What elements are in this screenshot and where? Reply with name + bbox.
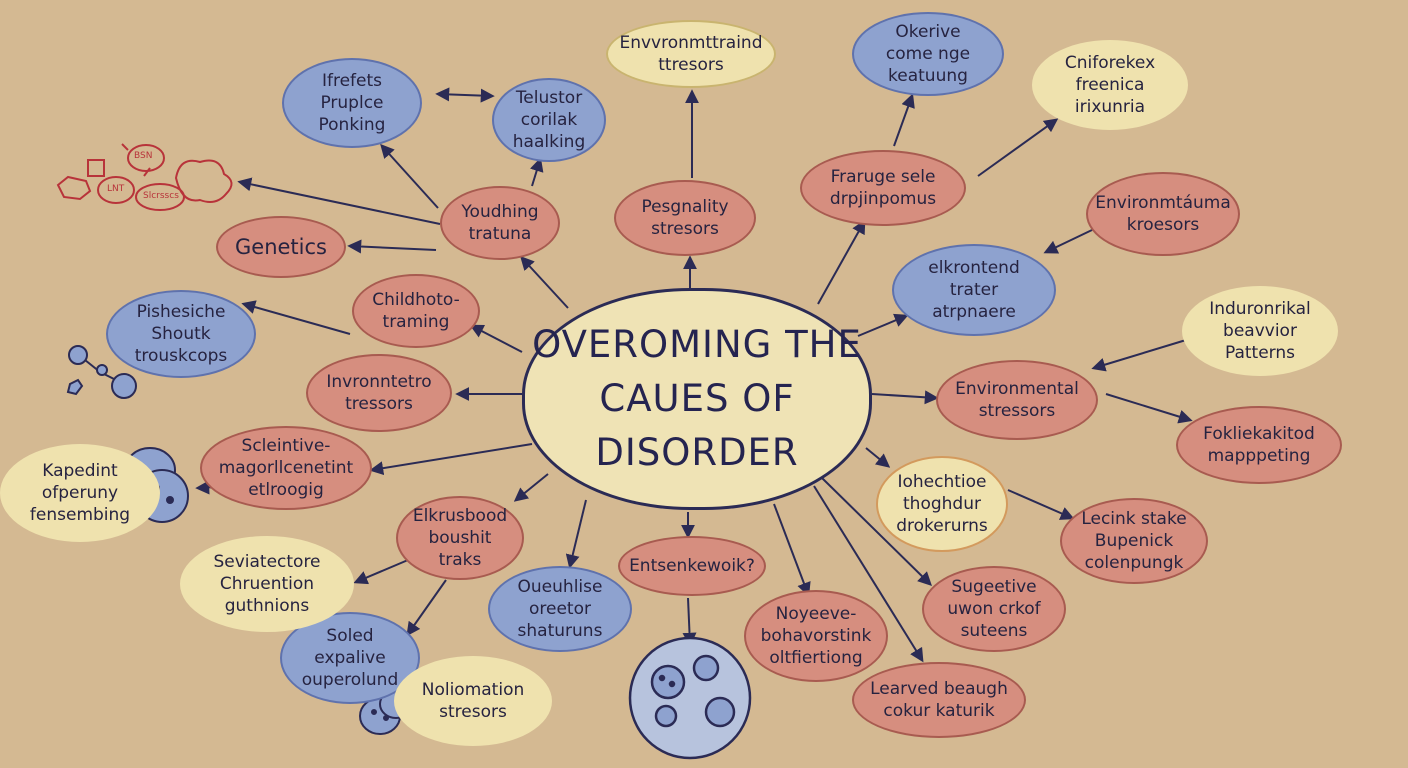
node-elkrusbood: Elkrusbood boushit traks xyxy=(396,496,524,580)
central-topic: OVEROMING THE CAUES OF DISORDER xyxy=(522,288,872,510)
arrow-to-tohechtioe xyxy=(866,448,888,466)
arrow-fraruge-to-cniforekex xyxy=(978,120,1056,176)
node-pishesiche-shoutk: Pishesiche Shoutk trouskcops xyxy=(106,290,256,378)
arrow-to-oueuhlise xyxy=(570,500,586,566)
node-noyeeve: Noyeeve- bohavorstink oltfiertiong xyxy=(744,590,888,682)
node-environmental-stressors: Environmental stressors xyxy=(936,360,1098,440)
node-scientive: Scleintive- magorllcenetint etlroogig xyxy=(200,426,372,510)
node-genetics: Genetics xyxy=(216,216,346,278)
arrow-environmental-to-fokliekakitod xyxy=(1106,394,1190,420)
central-title-line3: DISORDER xyxy=(595,426,798,480)
arrow-tohechtioe-to-lecink xyxy=(1008,490,1072,518)
node-personality-stressors: Pesgnality stresors xyxy=(614,180,756,256)
node-elkrontend-trater: elkrontend trater atrpnaere xyxy=(892,244,1056,336)
arrow-to-genetics xyxy=(350,246,436,250)
node-noliomation: Noliomation stresors xyxy=(394,656,552,746)
node-environmtraing: Envvronmttraind ttresors xyxy=(606,20,776,88)
arrow-induronrikal-to-environmental xyxy=(1094,340,1186,368)
arrow-to-childhood xyxy=(472,326,522,352)
arrow-elkrusbood-to-seviatectore xyxy=(356,560,408,582)
arrow-youthing-to-ifrefets xyxy=(382,146,438,208)
arrow-to-scientive xyxy=(372,444,532,470)
node-oueuhlise: Oueuhlise oreetor shaturuns xyxy=(488,566,632,652)
central-title-line2: CAUES OF xyxy=(599,372,794,426)
doodle-label-slcrsscs: Slcrsscs xyxy=(143,191,179,201)
arrow-to-elkrusbood xyxy=(516,474,548,500)
node-tohechtioe: Iohechtioe thoghdur drokerurns xyxy=(876,456,1008,552)
node-childhood-training: Childhoto- traming xyxy=(352,274,480,348)
node-okerive-come: Okerive come nge keatuung xyxy=(852,12,1004,96)
doodle-label-bsn: BSN xyxy=(134,151,152,161)
arrow-environtoma-to-elkrontend xyxy=(1046,230,1092,252)
node-cniforekex: Cniforekex freenica irixunria xyxy=(1032,40,1188,130)
node-kapedint: Kapedint ofperuny fensembing xyxy=(0,444,160,542)
central-title-line1: OVEROMING THE xyxy=(532,318,862,372)
node-youthing-trauma: Youdhing tratuna xyxy=(440,186,560,260)
node-fraruge-sele: Fraruge sele drpjinpomus xyxy=(800,150,966,226)
node-leareved-beaugh: Learved beaugh cokur katurik xyxy=(852,662,1026,738)
arrow-fraruge-to-okerive xyxy=(894,96,912,146)
node-lecink-stake: Lecink stake Bupenick colenpungk xyxy=(1060,498,1208,584)
node-invronmental-tressors: Invronntetro tressors xyxy=(306,354,452,432)
node-seviatectore: Seviatectore Chruention guthnions xyxy=(180,536,354,632)
arrow-to-environmental-right xyxy=(872,394,936,398)
node-environtoma-kroesors: Environmtáuma kroesors xyxy=(1086,172,1240,256)
arrow-ifrefets-telustor xyxy=(438,94,492,96)
arrow-to-noyeeve xyxy=(774,504,808,594)
arrow-to-elkrontend xyxy=(858,316,906,336)
arrow-to-youthing xyxy=(522,258,568,308)
node-sugeetive: Sugeetive uwon crkof suteens xyxy=(922,566,1066,652)
node-ifrefets-pruplce: Ifrefets Pruplce Ponking xyxy=(282,58,422,148)
node-telustor-corilak: Telustor corilak haalking xyxy=(492,78,606,162)
organism-doodle xyxy=(630,638,750,758)
arrow-youthing-to-telustor xyxy=(532,160,540,186)
doodle-label-lnt: LNT xyxy=(107,184,124,194)
arrow-childhood-to-pishesiche xyxy=(244,304,350,334)
arrow-to-fraruge xyxy=(818,222,864,304)
node-induronrikal: Induronrikal beavvior Patterns xyxy=(1182,286,1338,376)
node-fokliekakitod: Fokliekakitod mapppeting xyxy=(1176,406,1342,484)
node-entsenkewoik: Entsenkewoik? xyxy=(618,536,766,596)
arrow-elkrusbood-to-soled xyxy=(408,580,446,634)
